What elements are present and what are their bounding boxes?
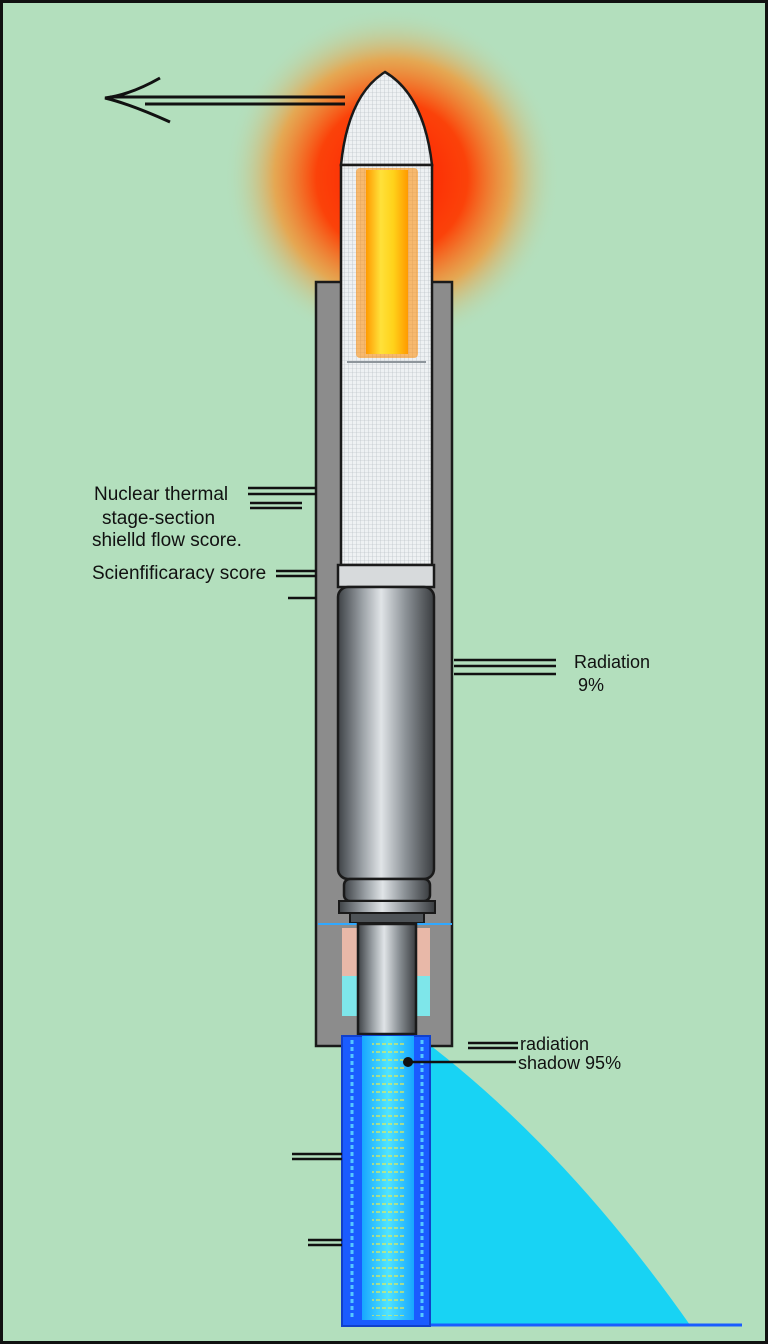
rocket-lower-tube — [336, 585, 436, 881]
label-radiation-value: 9% — [578, 675, 605, 695]
label-scientific-score: Scienfificaracy score — [92, 563, 267, 584]
left-leader-lines — [248, 486, 342, 1247]
reactor-core — [366, 170, 408, 354]
tube-ring — [342, 877, 432, 903]
shadow-marker-dot — [403, 1057, 413, 1067]
label-nuclear-thermal: Nuclear thermal — [94, 484, 229, 505]
rocket-nose-cone — [339, 70, 434, 167]
label-shadow-title: radiation — [520, 1034, 590, 1054]
radiation-shadow-cone — [410, 1030, 690, 1325]
tube-flange — [338, 900, 436, 914]
arrow-left-icon — [104, 76, 345, 124]
label-radiation-title: Radiation — [574, 652, 651, 672]
tube-coupling — [349, 912, 425, 924]
label-shield-flow: shielld flow score. — [92, 530, 242, 551]
label-shadow-value: shadow 95% — [518, 1053, 622, 1073]
body-collar — [336, 563, 436, 589]
right-leader-lines — [408, 658, 556, 1064]
rocket-nozzle — [356, 922, 418, 1036]
label-stage-section: stage-section — [102, 508, 216, 529]
